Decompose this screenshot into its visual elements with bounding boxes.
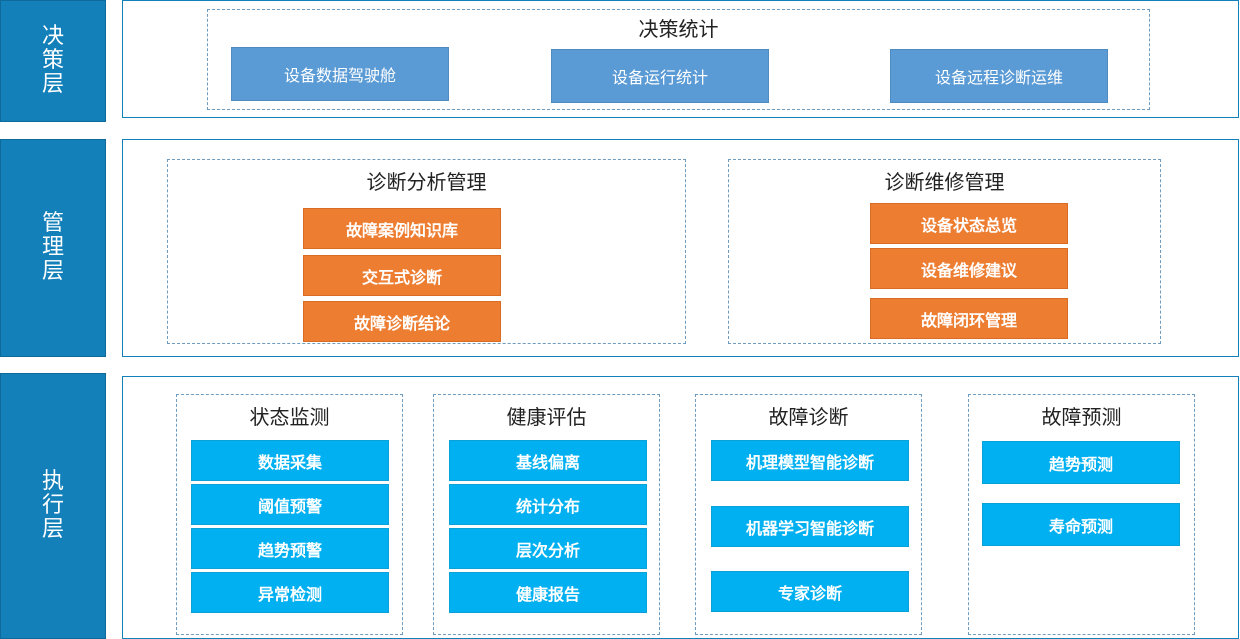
health-eval-item[interactable]: 健康报告 [449, 572, 647, 613]
execution-layer-label: 执行层 [0, 373, 106, 639]
decision-layer-panel: 决策统计 设备数据驾驶舱 设备运行统计 设备远程诊断运维 [122, 0, 1239, 118]
health-eval-item[interactable]: 统计分布 [449, 484, 647, 525]
fault-diagnosis-item[interactable]: 机器学习智能诊断 [711, 506, 909, 547]
status-monitor-item[interactable]: 趋势预警 [191, 528, 389, 569]
diagnosis-analysis-title: 诊断分析管理 [366, 170, 487, 194]
decision-stats-title: 决策统计 [638, 17, 719, 41]
maintenance-mgmt-item[interactable]: 设备维修建议 [870, 248, 1068, 289]
status-monitor-group: 状态监测 数据采集 阈值预警 趋势预警 异常检测 [176, 394, 403, 635]
fault-prediction-item[interactable]: 寿命预测 [982, 503, 1180, 546]
diagnosis-analysis-item[interactable]: 交互式诊断 [303, 255, 501, 296]
maintenance-mgmt-item[interactable]: 故障闭环管理 [870, 298, 1068, 339]
health-eval-title: 健康评估 [506, 405, 587, 429]
fault-prediction-title: 故障预测 [1041, 405, 1122, 429]
decision-layer-label-text: 决策层 [41, 24, 64, 97]
diagnosis-analysis-item[interactable]: 故障诊断结论 [303, 301, 501, 342]
management-layer-panel: 诊断分析管理 故障案例知识库 交互式诊断 故障诊断结论 诊断维修管理 设备状态总… [122, 139, 1239, 357]
maintenance-mgmt-item[interactable]: 设备状态总览 [870, 203, 1068, 244]
execution-layer-label-text: 执行层 [41, 469, 64, 542]
fault-diagnosis-item[interactable]: 机理模型智能诊断 [711, 440, 909, 481]
decision-stats-item[interactable]: 设备远程诊断运维 [890, 49, 1108, 103]
decision-stats-item[interactable]: 设备数据驾驶舱 [231, 47, 449, 101]
execution-layer-panel: 状态监测 数据采集 阈值预警 趋势预警 异常检测 健康评估 基线偏离 统计分布 … [122, 376, 1239, 639]
health-eval-item[interactable]: 层次分析 [449, 528, 647, 569]
status-monitor-title: 状态监测 [249, 405, 330, 429]
status-monitor-item[interactable]: 阈值预警 [191, 484, 389, 525]
fault-diagnosis-title: 故障诊断 [768, 405, 849, 429]
health-eval-item[interactable]: 基线偏离 [449, 440, 647, 481]
maintenance-mgmt-title: 诊断维修管理 [884, 170, 1005, 194]
management-layer-label: 管理层 [0, 139, 106, 357]
diagnosis-analysis-group: 诊断分析管理 故障案例知识库 交互式诊断 故障诊断结论 [167, 159, 686, 344]
decision-stats-group: 决策统计 设备数据驾驶舱 设备运行统计 设备远程诊断运维 [207, 9, 1150, 110]
status-monitor-item[interactable]: 数据采集 [191, 440, 389, 481]
fault-prediction-item[interactable]: 趋势预测 [982, 441, 1180, 484]
fault-diagnosis-group: 故障诊断 机理模型智能诊断 机器学习智能诊断 专家诊断 [695, 394, 922, 635]
status-monitor-item[interactable]: 异常检测 [191, 572, 389, 613]
diagnosis-analysis-item[interactable]: 故障案例知识库 [303, 208, 501, 249]
fault-diagnosis-item[interactable]: 专家诊断 [711, 571, 909, 612]
management-layer-label-text: 管理层 [41, 211, 64, 284]
maintenance-mgmt-group: 诊断维修管理 设备状态总览 设备维修建议 故障闭环管理 [728, 159, 1161, 344]
decision-layer-label: 决策层 [0, 0, 106, 122]
health-eval-group: 健康评估 基线偏离 统计分布 层次分析 健康报告 [433, 394, 660, 635]
fault-prediction-group: 故障预测 趋势预测 寿命预测 [968, 394, 1195, 635]
decision-stats-item[interactable]: 设备运行统计 [551, 49, 769, 103]
